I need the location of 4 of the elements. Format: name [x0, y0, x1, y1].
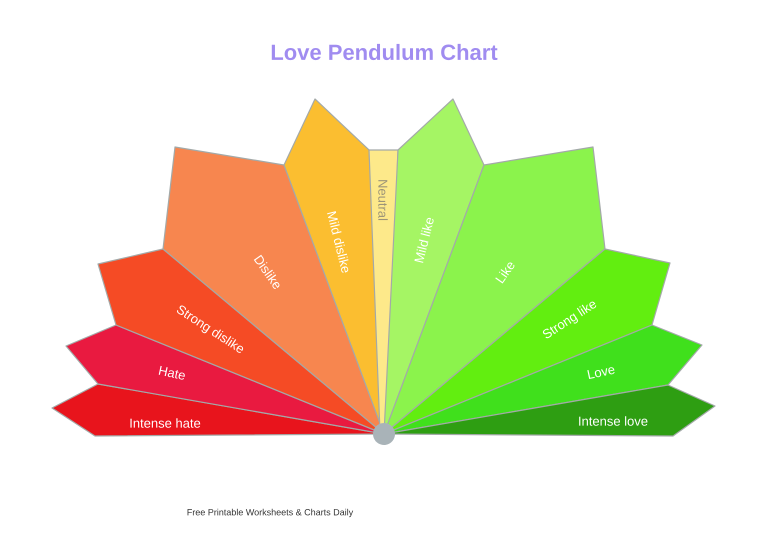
fan-segment: Intense love [383, 384, 716, 437]
title: Love Pendulum Chart [272, 44, 498, 60]
fan-segment: Intense hate [51, 383, 385, 437]
footer-text: Free Printable Worksheets & Charts Daily [188, 508, 354, 518]
